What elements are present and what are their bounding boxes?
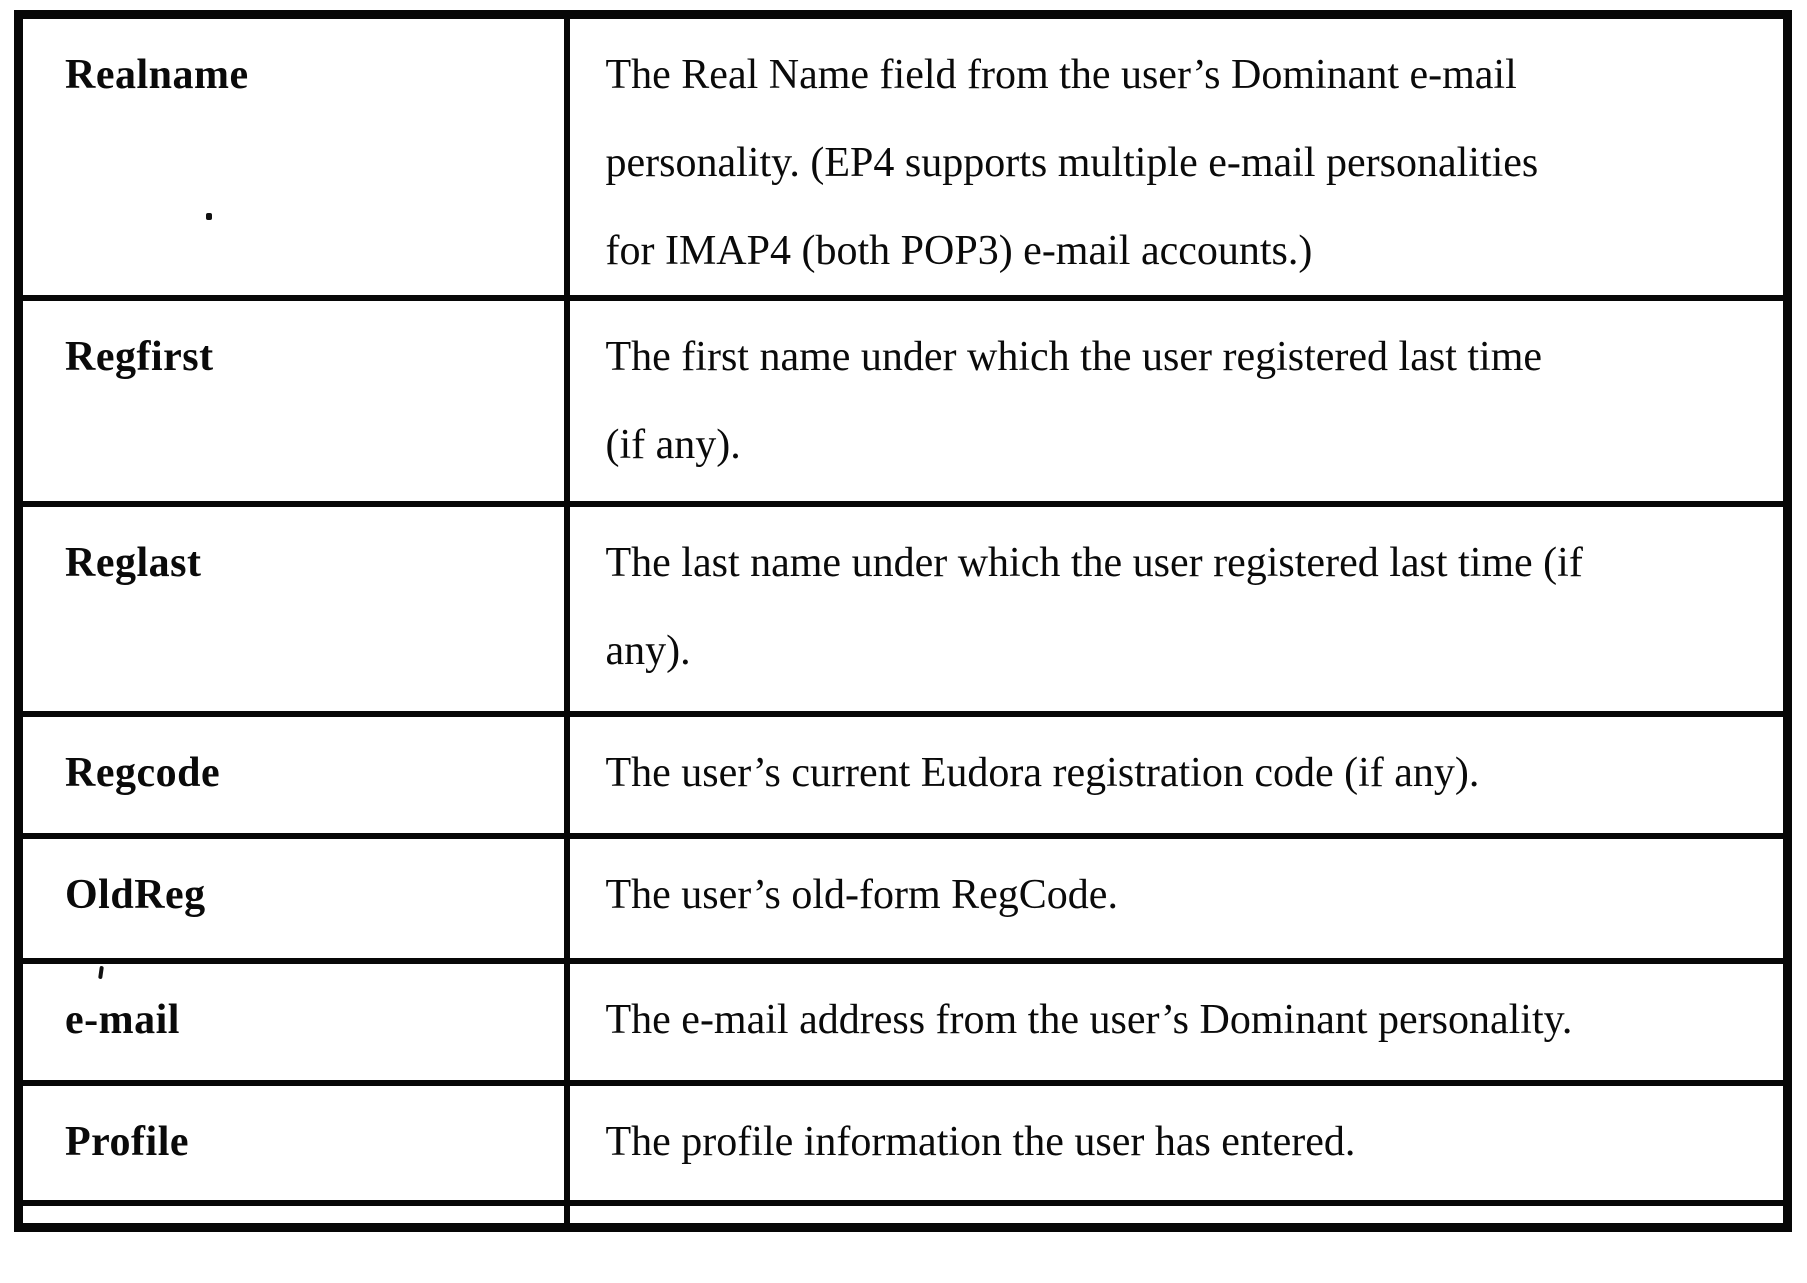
term-text: Reglast xyxy=(65,540,202,586)
definition-text: The last name under which the user regis… xyxy=(605,540,1583,674)
definition-cell: The user’s current Eudora registration c… xyxy=(563,711,1791,839)
term-text: Realname xyxy=(65,52,249,98)
term-cell: Profile xyxy=(15,1080,570,1206)
table-row-regfirst: Regfirst The first name under which the … xyxy=(15,295,1791,507)
term-text: Regcode xyxy=(65,750,221,796)
term-cell: Regfirst xyxy=(15,295,570,507)
term-cell: e-mail xyxy=(15,958,570,1086)
table-row-regcode: Regcode The user’s current Eudora regist… xyxy=(15,711,1791,839)
term-cell: Reglast xyxy=(15,501,570,717)
definition-text: The Real Name field from the user’s Domi… xyxy=(605,52,1539,274)
definition-text: The e-mail address from the user’s Domin… xyxy=(605,997,1573,1043)
definition-text: The user’s current Eudora registration c… xyxy=(605,750,1480,796)
definition-cell: The last name under which the user regis… xyxy=(563,501,1791,717)
table-row-empty xyxy=(15,1200,1791,1230)
definition-cell: The e-mail address from the user’s Domin… xyxy=(563,958,1791,1086)
table-row-profile: Profile The profile information the user… xyxy=(15,1080,1791,1206)
definition-text: The user’s old-form RegCode. xyxy=(605,872,1118,918)
definition-text: The first name under which the user regi… xyxy=(605,334,1543,468)
term-cell: Regcode xyxy=(15,711,570,839)
term-text: OldReg xyxy=(65,872,206,918)
term-cell xyxy=(15,1200,570,1230)
definition-table: Realname The Real Name field from the us… xyxy=(14,10,1792,1232)
table-row-oldreg: OldReg The user’s old-form RegCode. xyxy=(15,833,1791,964)
definition-cell xyxy=(563,1200,1791,1230)
term-cell: Realname xyxy=(15,11,570,301)
definition-cell: The Real Name field from the user’s Domi… xyxy=(563,11,1791,301)
definition-cell: The first name under which the user regi… xyxy=(563,295,1791,507)
table-row-reglast: Reglast The last name under which the us… xyxy=(15,501,1791,717)
definition-cell: The profile information the user has ent… xyxy=(563,1080,1791,1206)
definition-cell: The user’s old-form RegCode. xyxy=(563,833,1791,964)
term-text: e-mail xyxy=(65,997,180,1043)
table-row-realname: Realname The Real Name field from the us… xyxy=(15,11,1791,301)
scan-artifact xyxy=(206,213,212,220)
table-row-email: e-mail The e-mail address from the user’… xyxy=(15,958,1791,1086)
term-text: Regfirst xyxy=(65,334,214,380)
term-text: Profile xyxy=(65,1119,190,1165)
term-cell: OldReg xyxy=(15,833,570,964)
definition-text: The profile information the user has ent… xyxy=(605,1119,1356,1165)
